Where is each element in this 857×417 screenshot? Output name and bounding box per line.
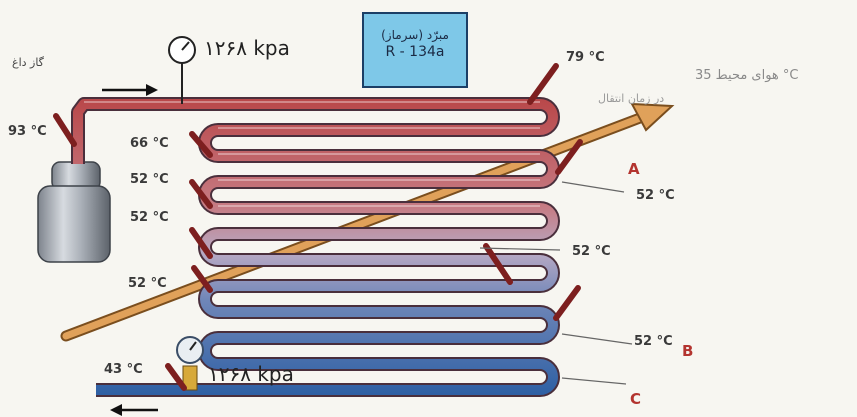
compressor-tank bbox=[37, 161, 111, 263]
refrigerant-box: مبرّد (سرماز) R - 134a bbox=[362, 12, 468, 88]
bottom-pressure-gauge bbox=[176, 336, 204, 391]
row2-temp: 52 °C bbox=[130, 172, 169, 187]
point-a-label: A bbox=[628, 160, 640, 178]
refrigerant-name: مبرّد (سرماز) bbox=[381, 28, 449, 42]
leader-lines bbox=[479, 181, 633, 385]
point-b-label: B bbox=[682, 342, 694, 360]
hot-gas-label: گاز داغ bbox=[12, 56, 44, 69]
temperature-probes bbox=[53, 63, 583, 391]
outlet-temp: 43 °C bbox=[104, 362, 143, 377]
ambient-air-sublabel: در زمان انتقال bbox=[598, 92, 665, 105]
top-pressure-gauge bbox=[168, 36, 196, 104]
row1-temp: 66 °C bbox=[130, 136, 169, 151]
flow-arrows bbox=[102, 84, 158, 416]
top-gauge-reading: ۱۲۶۸ kpa bbox=[204, 36, 290, 60]
point-a-temp: 52 °C bbox=[636, 188, 675, 203]
point-c-label: C bbox=[630, 390, 642, 408]
mid-right-temp: 52 °C bbox=[572, 244, 611, 259]
row4-temp: 52 °C bbox=[128, 276, 167, 291]
row3-temp: 52 °C bbox=[130, 210, 169, 225]
ambient-air-label: هوای محیط 35 °C bbox=[695, 68, 799, 83]
inlet-temp: 93 °C bbox=[8, 124, 47, 139]
point-b-temp: 52 °C bbox=[634, 334, 673, 349]
bottom-gauge-reading: ۱۲۶۸ kpa bbox=[208, 362, 294, 386]
top-right-temp: 79 °C bbox=[566, 50, 605, 65]
refrigerant-type: R - 134a bbox=[385, 44, 445, 60]
